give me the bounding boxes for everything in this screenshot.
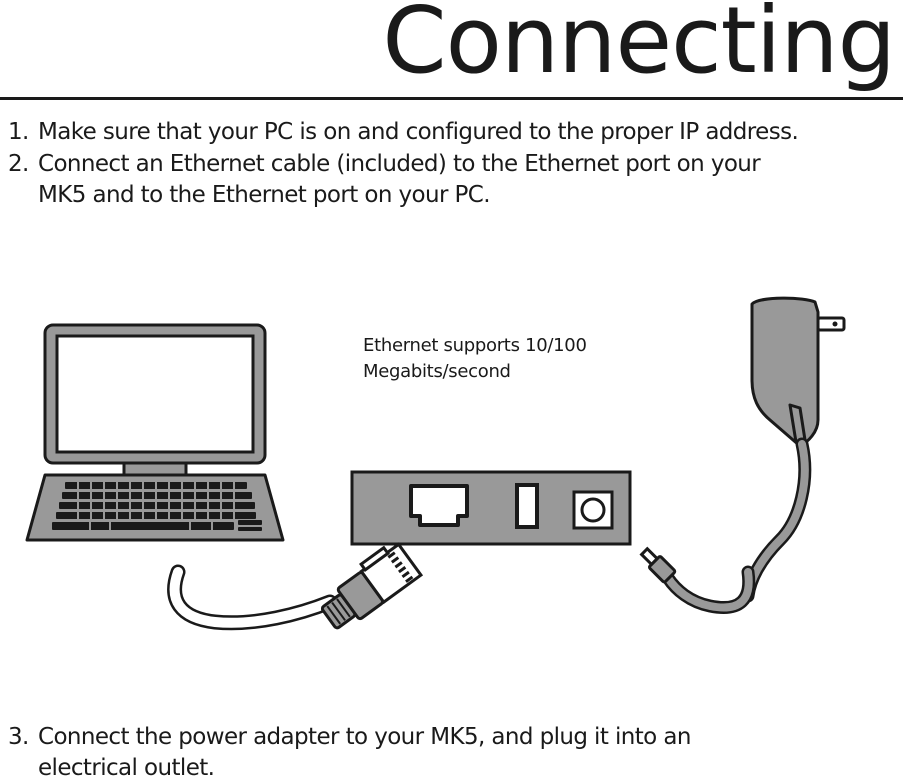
step-1: 1. Make sure that your PC is on and confi…	[8, 117, 799, 148]
ethernet-port-icon	[409, 484, 469, 527]
step-number: 3.	[8, 724, 29, 750]
page-title: Connecting	[382, 0, 896, 94]
step-text: Connect the power adapter to your MK5, a…	[38, 724, 691, 750]
laptop-icon	[25, 323, 285, 542]
step-number: 1.	[8, 119, 29, 145]
ethernet-note: Ethernet supports 10/100 Megabits/second	[363, 333, 587, 385]
ethernet-cable-icon	[167, 542, 424, 631]
step-number: 2.	[8, 151, 29, 177]
step-text-continued: electrical outlet.	[38, 755, 215, 781]
step-3: 3. Connect the power adapter to your MK5,…	[8, 722, 691, 784]
step-text: Connect an Ethernet cable (included) to …	[38, 151, 761, 177]
title-divider	[0, 97, 903, 100]
step-2: 2. Connect an Ethernet cable (included) t…	[8, 149, 761, 211]
step-text-continued: MK5 and to the Ethernet port on your PC.	[38, 182, 491, 208]
note-line: Megabits/second	[363, 361, 511, 382]
mk5-device-icon	[350, 470, 632, 546]
usb-port-icon	[515, 483, 539, 529]
step-text: Make sure that your PC is on and configu…	[38, 119, 799, 145]
power-adapter-icon	[639, 296, 846, 614]
note-line: Ethernet supports 10/100	[363, 335, 587, 356]
